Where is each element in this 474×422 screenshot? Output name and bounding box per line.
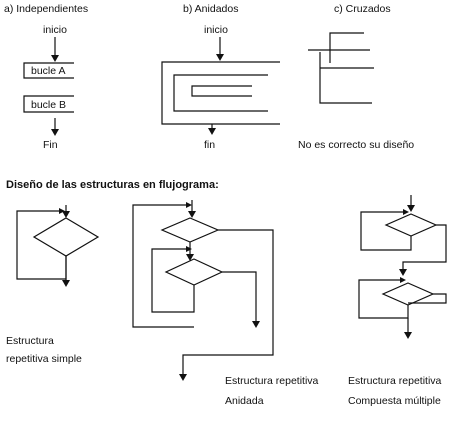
inner-exit-line [222,271,257,322]
arrowhead [186,246,192,252]
arrowhead [186,202,192,208]
arrowhead [399,269,407,276]
outer-decision-diamond [160,217,220,243]
second-loop-back [358,279,409,319]
start-label: inicio [204,24,228,36]
arrowhead [188,211,196,218]
arrowhead [407,205,415,212]
arrowhead [186,254,194,261]
panel-title-cruzados: c) Cruzados [334,3,391,15]
inner-decision-diamond [164,258,224,286]
end-label: Fin [43,139,58,151]
outer-loop-back [132,204,194,328]
caption-line-2: Compuesta múltiple [348,395,441,407]
second-exit-connector [408,293,447,304]
inner-loop-bracket [191,85,252,97]
section-heading: Diseño de las estructuras en flujograma: [6,179,219,191]
flowchart-anidada: Estructura repetitiva Anidada [132,200,319,407]
crossed-loop-4 [319,52,372,104]
caption-line-2: Anidada [225,395,264,407]
start-label: inicio [43,24,67,36]
arrowhead [400,277,406,283]
panel-independientes: a) Independientes inicio bucle A bucle B… [4,3,88,151]
panel-anidados: b) Anidados inicio fin [161,3,280,151]
incorrect-note: No es correcto su diseño [298,139,414,151]
end-label: fin [204,139,215,151]
arrowhead [403,209,409,215]
loop-b-bracket [23,95,74,113]
arrowhead [404,332,412,339]
arrowhead [208,128,216,135]
loop-a-label: bucle A [31,65,65,77]
flowchart-simple: Estructura repetitiva simple [6,205,100,365]
arrowhead [51,129,59,136]
inner-loop-back [151,248,195,313]
panel-cruzados: c) Cruzados No es correcto su diseño [298,3,414,151]
first-exit-line [402,224,447,270]
caption-line-1: Estructura repetitiva [348,375,442,387]
second-decision-diamond [381,282,435,306]
first-decision-diamond [384,213,438,237]
loop-a-bracket [23,62,74,79]
caption-line-1: Estructura [6,335,54,347]
panel-title-anidados: b) Anidados [183,3,238,15]
first-loop-back [360,211,412,251]
crossed-loop-1 [329,32,364,63]
decision-diamond [32,217,100,257]
caption-line-1: Estructura repetitiva [225,375,319,387]
flowchart-compuesta: Estructura repetitiva Compuesta múltiple [348,195,447,407]
arrowhead [179,374,187,381]
outer-loop-bracket [161,61,280,125]
caption-line-2: repetitiva simple [6,353,82,365]
arrowhead [62,211,70,218]
outer-exit-line [182,229,274,376]
arrowhead [62,280,70,287]
panel-title-independientes: a) Independientes [4,3,88,15]
loop-b-label: bucle B [31,99,66,111]
arrowhead [51,55,59,62]
arrowhead [252,321,260,328]
arrowhead [216,54,224,61]
arrowhead [59,208,65,214]
middle-loop-bracket [173,74,268,112]
